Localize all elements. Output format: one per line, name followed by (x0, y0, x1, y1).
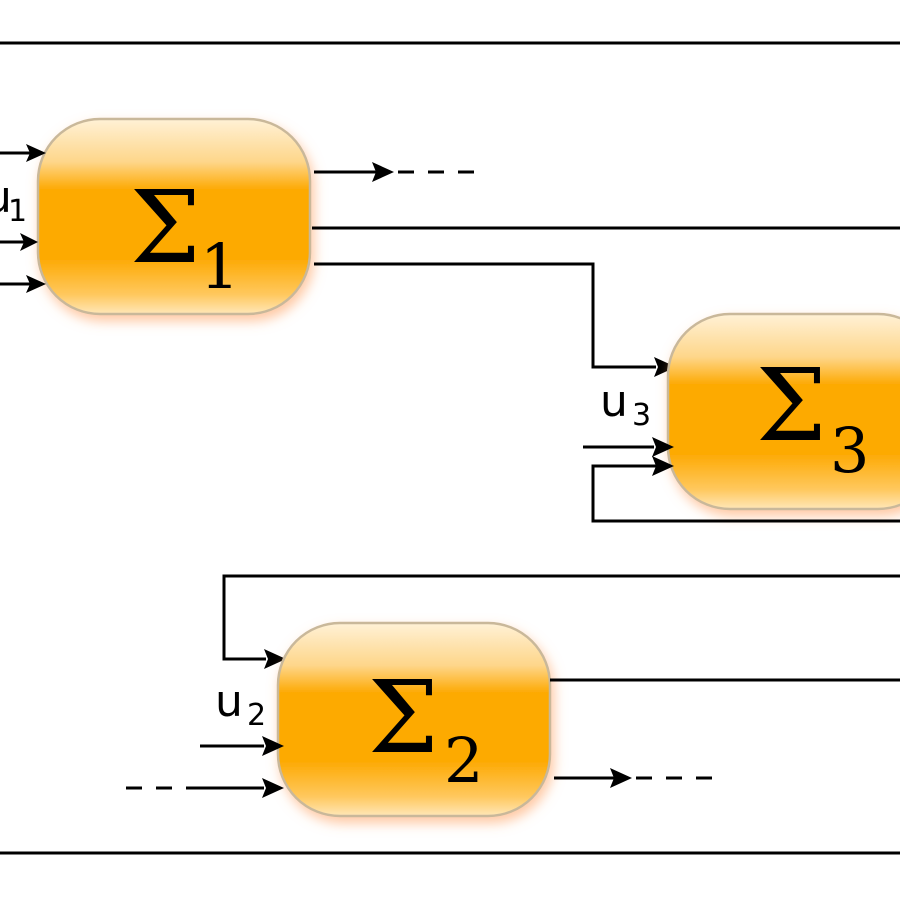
input-label-u3-letter: u (600, 376, 628, 427)
connection-block1-to-block3-arrowhead (654, 357, 676, 377)
block-sigma-2: Σ 2 (276, 621, 552, 818)
block-1-symbol: Σ (130, 169, 201, 286)
connection-block1-to-block3 (314, 262, 656, 369)
input-label-u1: u 1 (0, 172, 27, 229)
input-label-u2-subscript: 2 (247, 698, 266, 733)
block-3-feedback-loop (591, 464, 900, 523)
block-1-output-arrow (314, 162, 478, 182)
input-label-u2: u 2 (215, 676, 266, 733)
block-2-symbol: Σ (368, 659, 439, 776)
block-2-input-arrows (126, 736, 284, 798)
block-3-input-arrows (583, 437, 674, 457)
input-label-u1-subscript: 1 (8, 194, 27, 229)
input-label-u3-subscript: 3 (632, 398, 651, 433)
block-3-feedback-arrowhead (652, 456, 674, 476)
input-label-u2-letter: u (215, 676, 243, 727)
block-3-subscript: 3 (830, 414, 869, 487)
block-sigma-1: Σ 1 (36, 117, 312, 316)
connection-into-block2-arrowhead (264, 649, 286, 669)
input-label-u3: u 3 (600, 376, 651, 433)
block-2-shape (276, 621, 552, 818)
block-2-subscript: 2 (444, 724, 483, 797)
block-3-symbol: Σ (756, 347, 827, 464)
block-1-input-arrows (0, 144, 46, 293)
block-2-output-arrow (554, 768, 712, 788)
input-label-u1-letter: u (0, 172, 12, 223)
connection-into-block2-top (222, 574, 900, 661)
block-1-shape (36, 117, 312, 316)
block-1-subscript: 1 (200, 230, 239, 303)
block-sigma-3: Σ 3 (666, 312, 900, 511)
block-3-shape (666, 312, 900, 511)
